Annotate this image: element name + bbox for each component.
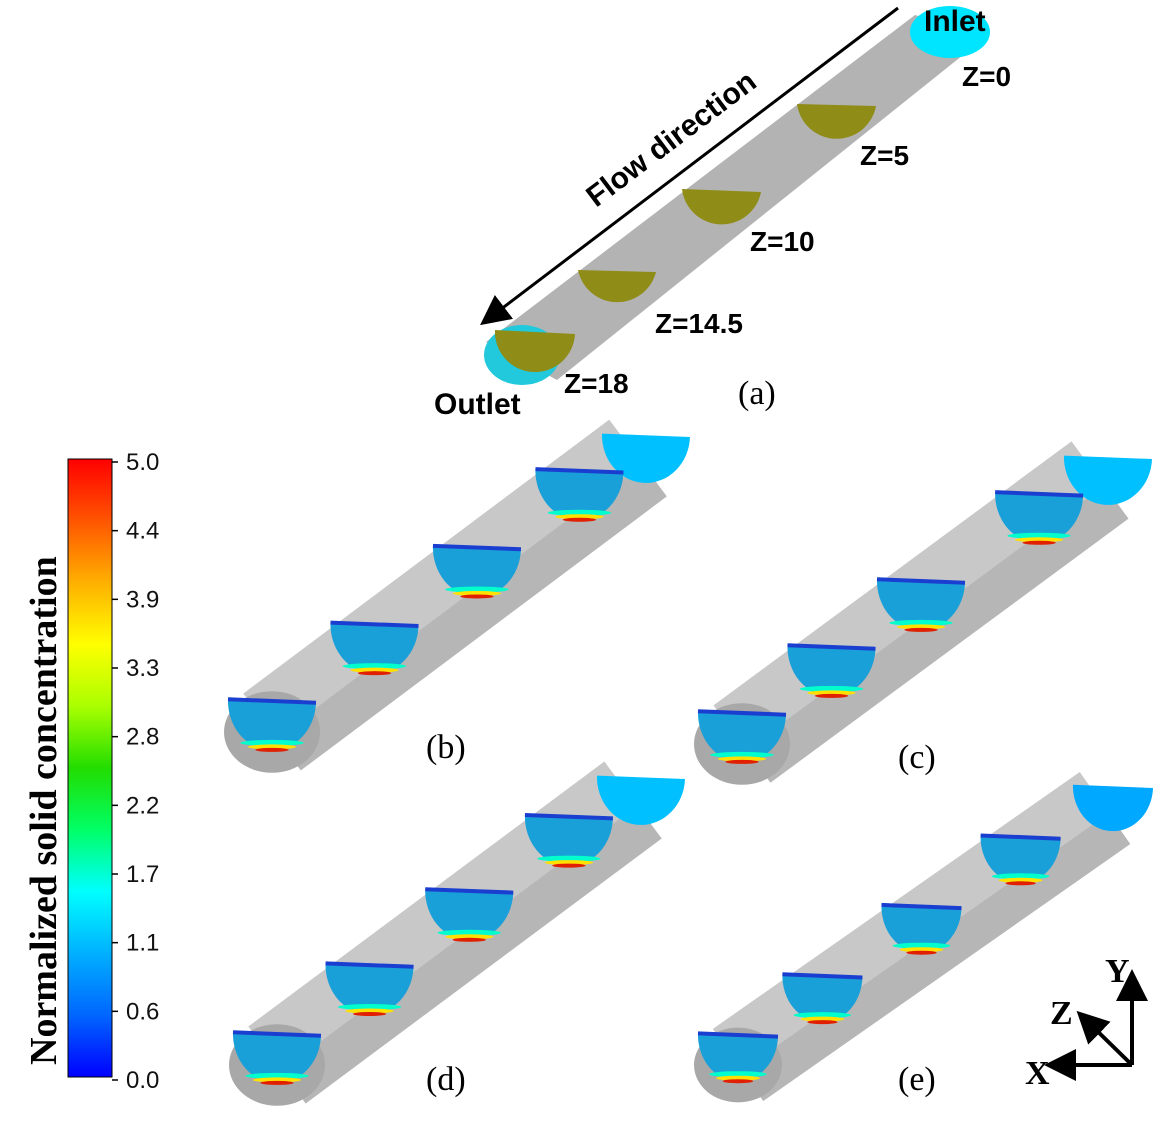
pipe-panel-e bbox=[694, 771, 1153, 1103]
pipe-panel-c bbox=[694, 441, 1152, 785]
slice-z10 bbox=[682, 189, 761, 225]
panel-label-e: (e) bbox=[898, 1061, 936, 1098]
concentration-slice bbox=[232, 1030, 322, 1085]
pipe-shadow bbox=[746, 485, 1129, 783]
triad-z-label: Z bbox=[1050, 995, 1073, 1032]
concentration-slice bbox=[697, 1031, 779, 1084]
colorbar-tick-label: 2.2 bbox=[126, 792, 159, 819]
inlet-cap bbox=[596, 775, 685, 825]
concentration-slice bbox=[227, 697, 317, 752]
pipe-panels bbox=[224, 419, 1153, 1106]
pipe-panel-d bbox=[229, 761, 685, 1106]
inlet-cap bbox=[1063, 455, 1152, 505]
triad-z-axis bbox=[1076, 1010, 1134, 1067]
panel-label-d: (d) bbox=[426, 1061, 466, 1098]
schematic-panel: Flow direction Inlet Outlet Z=0 Z=5 Z=10… bbox=[434, 5, 1011, 421]
concentration-slice bbox=[330, 620, 419, 676]
pipe-shadow bbox=[281, 805, 662, 1104]
colorbar-tick-label: 5.0 bbox=[126, 449, 159, 476]
panel-label-b: (b) bbox=[426, 729, 466, 766]
inlet-cap bbox=[1072, 784, 1153, 832]
slice-z14 bbox=[578, 270, 656, 303]
colorbar-tick-label: 3.3 bbox=[126, 655, 159, 682]
outlet-label: Outlet bbox=[434, 388, 521, 421]
colorbar-tick-label: 1.1 bbox=[126, 930, 159, 957]
colorbar: 5.0 4.4 3.9 3.3 2.8 2.2 1.7 1.1 0.6 0.0 Normalize… bbox=[23, 449, 159, 1094]
flow-arrow bbox=[480, 6, 899, 326]
inlet-label: Inlet bbox=[924, 5, 986, 38]
colorbar-tick-label: 2.8 bbox=[126, 724, 159, 751]
z-label-14: Z=14.5 bbox=[655, 308, 743, 339]
concentration-slice bbox=[524, 813, 613, 868]
panel-label-a: (a) bbox=[738, 375, 776, 412]
concentration-slice bbox=[995, 490, 1084, 545]
panel-label-c: (c) bbox=[898, 739, 936, 776]
inlet-cap bbox=[601, 433, 690, 483]
concentration-slice bbox=[881, 902, 962, 955]
z-label-18: Z=18 bbox=[564, 368, 629, 399]
colorbar-tick-label: 3.9 bbox=[126, 586, 159, 613]
pipe-shadow bbox=[276, 463, 667, 771]
pipe-panel-b bbox=[224, 419, 690, 773]
axis-triad: Y Z X bbox=[1025, 953, 1148, 1092]
concentration-slice bbox=[787, 643, 876, 698]
colorbar-title: Normalized solid concentration bbox=[23, 556, 65, 1065]
concentration-slice bbox=[697, 709, 787, 764]
concentration-slice bbox=[535, 467, 624, 522]
concentration-slice bbox=[782, 972, 863, 1025]
slice-z18 bbox=[494, 330, 575, 373]
inlet-cap bbox=[910, 6, 990, 58]
concentration-slice bbox=[980, 833, 1061, 886]
colorbar-tick-label: 0.6 bbox=[126, 998, 159, 1025]
concentration-slice bbox=[432, 543, 522, 599]
colorbar-tick-label: 4.4 bbox=[126, 518, 159, 545]
concentration-slice bbox=[325, 961, 414, 1016]
pipe-shadow bbox=[741, 813, 1131, 1102]
colorbar-gradient bbox=[67, 458, 113, 1078]
slice-z5 bbox=[797, 104, 876, 139]
z-label-0: Z=0 bbox=[962, 61, 1011, 92]
concentration-slice bbox=[876, 577, 966, 632]
triad-x-label: X bbox=[1025, 1055, 1050, 1092]
z-label-5: Z=5 bbox=[860, 140, 909, 171]
z-label-10: Z=10 bbox=[750, 226, 815, 257]
concentration-slice bbox=[425, 887, 514, 942]
colorbar-tick-label: 1.7 bbox=[126, 861, 159, 888]
colorbar-tick-label: 0.0 bbox=[126, 1067, 159, 1094]
triad-y-label: Y bbox=[1105, 953, 1130, 990]
